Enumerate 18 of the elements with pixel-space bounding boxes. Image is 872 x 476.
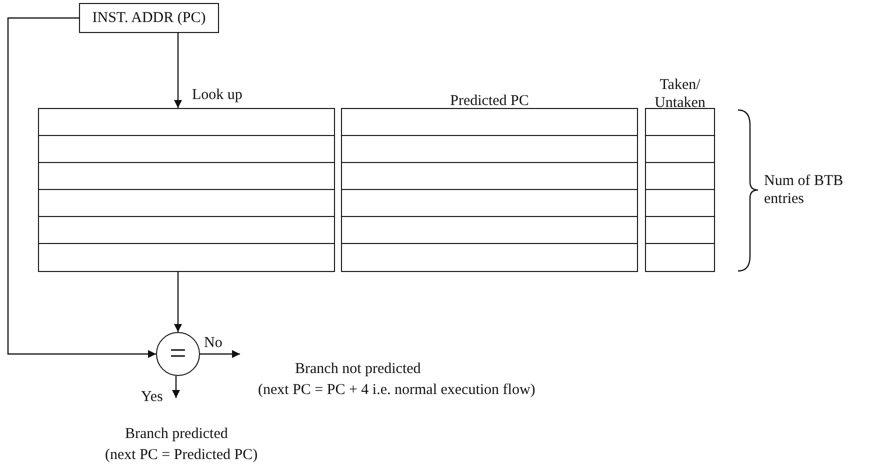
arrow [7,17,156,358]
outcome-note: (next PC = PC + 4 i.e. normal execution flow) [258,381,536,399]
arrow [174,33,182,108]
table-column [38,108,335,272]
edge-label: Yes [141,388,163,406]
outcome-text: Branch not predicted [295,360,421,378]
outcome-text: Branch predicted [125,425,228,443]
outcome-note: (next PC = Predicted PC) [105,446,258,464]
column-heading: Taken/ Untaken [654,76,706,112]
edge-label: No [204,334,222,352]
edge-label: Look up [192,86,242,104]
comparator-circle: = [156,332,200,376]
bracket-label: Num of BTB entries [764,172,844,208]
arrow [172,376,180,398]
address-box: INST. ADDR (PC) [79,3,219,33]
arrow [200,350,240,358]
column-heading: Predicted PC [449,92,530,110]
arrow [174,272,182,332]
